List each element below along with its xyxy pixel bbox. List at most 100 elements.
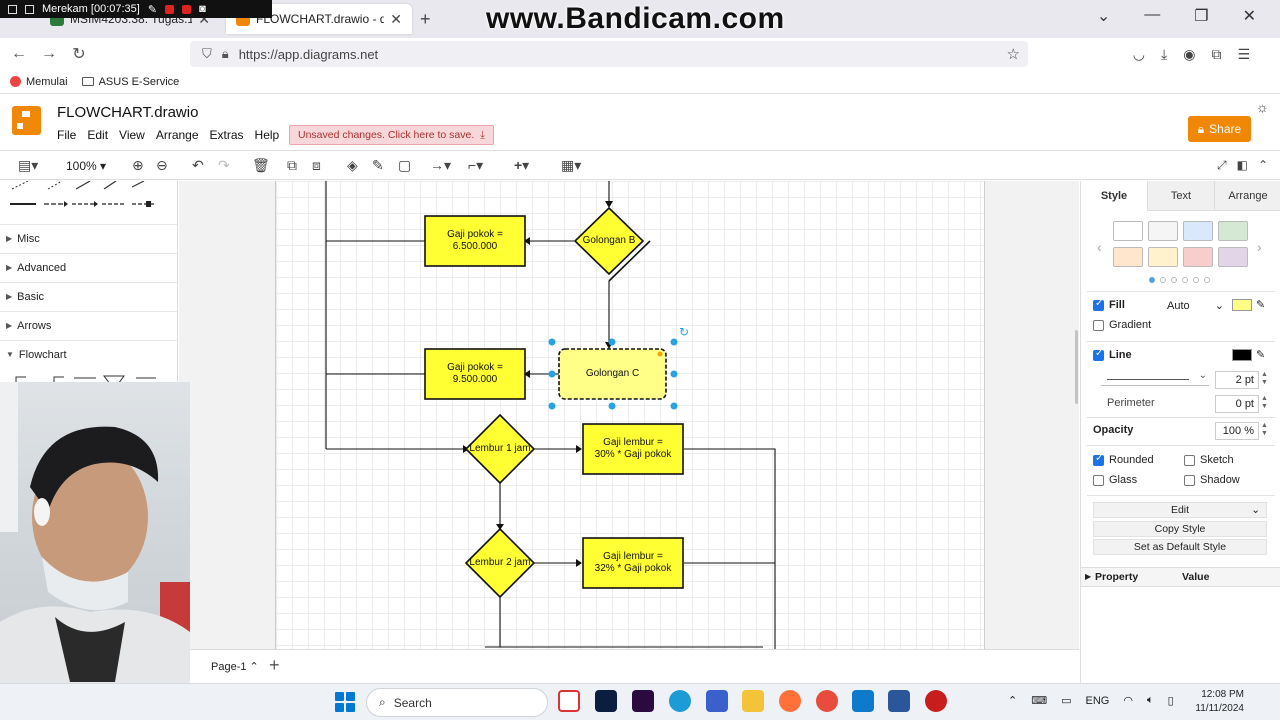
- sidebar-category-advanced[interactable]: ▶Advanced: [0, 253, 177, 281]
- sketch-toggle[interactable]: Sketch: [1184, 454, 1234, 466]
- line-color-icon[interactable]: ✎: [372, 157, 384, 173]
- fullscreen-icon[interactable]: ⤢: [1216, 158, 1227, 172]
- to-front-icon[interactable]: ⧉: [287, 157, 297, 173]
- battery-icon[interactable]: ▭: [1061, 695, 1072, 707]
- taskbar-search[interactable]: ⌕ Search: [366, 688, 548, 717]
- node-golongan-c[interactable]: [558, 348, 667, 400]
- gradient-toggle[interactable]: Gradient: [1093, 319, 1151, 331]
- set-default-style-button[interactable]: Set as Default Style: [1093, 539, 1267, 555]
- unsaved-changes-button[interactable]: Unsaved changes. Click here to save. ⤓: [289, 125, 494, 145]
- style-swatch[interactable]: [1183, 221, 1213, 241]
- fill-mode-select[interactable]: Auto ⌄: [1167, 299, 1224, 312]
- reload-icon[interactable]: ↻: [72, 46, 86, 63]
- restore-icon[interactable]: ❐: [1194, 8, 1209, 25]
- chevron-left-icon[interactable]: ‹: [1097, 239, 1102, 255]
- close-window-icon[interactable]: ✕: [1242, 8, 1256, 25]
- connector-shapes-row[interactable]: [10, 199, 160, 211]
- bookmark-memulai[interactable]: Memulai: [10, 76, 68, 88]
- close-icon[interactable]: ✕: [390, 10, 402, 27]
- glass-toggle[interactable]: Glass: [1093, 474, 1137, 486]
- caret-right-icon[interactable]: ▶: [1085, 572, 1092, 581]
- new-tab-button[interactable]: +: [420, 9, 431, 29]
- menu-file[interactable]: File: [57, 128, 77, 142]
- menu-arrange[interactable]: Arrange: [155, 128, 199, 142]
- fill-toggle[interactable]: Fill: [1093, 298, 1125, 311]
- pager-dot[interactable]: [1204, 277, 1210, 283]
- perimeter-stepper[interactable]: ▲▼: [1261, 395, 1268, 410]
- premiere-icon[interactable]: [632, 690, 654, 712]
- forward-icon[interactable]: →: [41, 45, 57, 62]
- appearance-icon[interactable]: ☼: [1256, 99, 1269, 115]
- glass-checkbox[interactable]: [1093, 474, 1104, 486]
- node-gaji-b[interactable]: [424, 215, 526, 267]
- zoom-select[interactable]: 100% ▾: [66, 159, 107, 173]
- page-tab[interactable]: Page-1 ⌃: [203, 658, 267, 677]
- perimeter-input[interactable]: 0 pt: [1215, 395, 1259, 413]
- download-icon[interactable]: ⤓: [1161, 46, 1168, 62]
- stop-icon[interactable]: [182, 4, 192, 14]
- minimize-icon[interactable]: —: [1144, 6, 1161, 23]
- line-width-input[interactable]: 2 pt: [1215, 371, 1259, 389]
- rounded-checkbox[interactable]: [1093, 453, 1104, 466]
- close-icon[interactable]: ✕: [198, 10, 210, 27]
- menu-help[interactable]: Help: [254, 128, 280, 142]
- window-icon[interactable]: [8, 4, 17, 14]
- sidebar-category-basic[interactable]: ▶Basic: [0, 282, 177, 310]
- redo-icon[interactable]: ↷: [218, 157, 230, 173]
- line-toggle[interactable]: Line: [1093, 348, 1132, 361]
- tab-text[interactable]: Text: [1147, 181, 1214, 211]
- line-shapes-row[interactable]: [10, 181, 160, 193]
- bookmark-star-icon[interactable]: ☆: [1006, 46, 1020, 63]
- bookmark-asus[interactable]: ASUS E-Service: [81, 76, 179, 88]
- opacity-input[interactable]: 100 %: [1215, 422, 1259, 440]
- bandicam-icon[interactable]: [925, 690, 947, 712]
- to-back-icon[interactable]: ⧈: [312, 157, 321, 173]
- canvas-scrollbar[interactable]: [1075, 330, 1078, 404]
- node-lembur-2[interactable]: [464, 527, 536, 599]
- clock[interactable]: 12:08 PM 11/11/2024: [1178, 688, 1244, 716]
- menu-extras[interactable]: Extras: [209, 128, 244, 142]
- fill-checkbox[interactable]: [1093, 298, 1104, 311]
- connector-gaji1-right[interactable]: [684, 448, 776, 649]
- opacity-stepper[interactable]: ▲▼: [1261, 422, 1268, 437]
- menu-edit[interactable]: Edit: [87, 128, 109, 142]
- line-pattern-select[interactable]: ⌄: [1101, 370, 1209, 386]
- rounded-toggle[interactable]: Rounded: [1093, 453, 1154, 466]
- menu-icon[interactable]: ☰: [1237, 46, 1250, 62]
- line-color-swatch[interactable]: [1232, 349, 1252, 361]
- sidebar-category-flowchart[interactable]: ▼Flowchart: [0, 340, 177, 368]
- resize-handle[interactable]: [548, 402, 556, 410]
- table-icon[interactable]: ▦▾: [561, 157, 582, 173]
- diagram-canvas[interactable]: ↻ Gaji pokok = 6.500.000 Golongan B Gaji…: [179, 181, 1079, 649]
- pen-icon[interactable]: ✎: [147, 3, 158, 16]
- line-checkbox[interactable]: [1093, 348, 1104, 361]
- style-swatch[interactable]: [1218, 247, 1248, 267]
- resize-handle[interactable]: [670, 338, 678, 346]
- chevron-right-icon[interactable]: ›: [1257, 239, 1262, 255]
- keyboard-icon[interactable]: ⌨: [1031, 695, 1048, 707]
- undo-icon[interactable]: ↶: [192, 157, 204, 173]
- word-icon[interactable]: [888, 690, 910, 712]
- resize-handle[interactable]: [548, 338, 556, 346]
- resize-handle[interactable]: [670, 370, 678, 378]
- pager-dot[interactable]: [1193, 277, 1199, 283]
- volume-icon[interactable]: 🔈︎: [1146, 694, 1154, 706]
- node-lembur-1[interactable]: [464, 413, 536, 485]
- shadow-icon[interactable]: ▢: [398, 157, 412, 173]
- style-swatch[interactable]: [1148, 247, 1178, 267]
- style-swatch[interactable]: [1183, 247, 1213, 267]
- copy-style-button[interactable]: Copy Style: [1093, 521, 1267, 537]
- sidebar-category-arrows[interactable]: ▶Arrows: [0, 311, 177, 339]
- style-swatch[interactable]: [1218, 221, 1248, 241]
- lock-icon[interactable]: 🔒︎: [221, 46, 229, 61]
- windows-start-icon[interactable]: [335, 692, 355, 712]
- eyedropper-icon[interactable]: ✎: [1256, 299, 1266, 311]
- resize-handle[interactable]: [608, 402, 616, 410]
- zoom-out-icon[interactable]: ⊖: [156, 157, 168, 173]
- tab-drawio[interactable]: FLOWCHART.drawio - draw.io ✕: [226, 4, 412, 34]
- chrome-icon[interactable]: [816, 690, 838, 712]
- node-gaji-lembur-1[interactable]: [582, 423, 684, 475]
- vscode-icon[interactable]: [852, 690, 874, 712]
- style-swatch[interactable]: [1148, 221, 1178, 241]
- rounding-handle[interactable]: [657, 351, 663, 357]
